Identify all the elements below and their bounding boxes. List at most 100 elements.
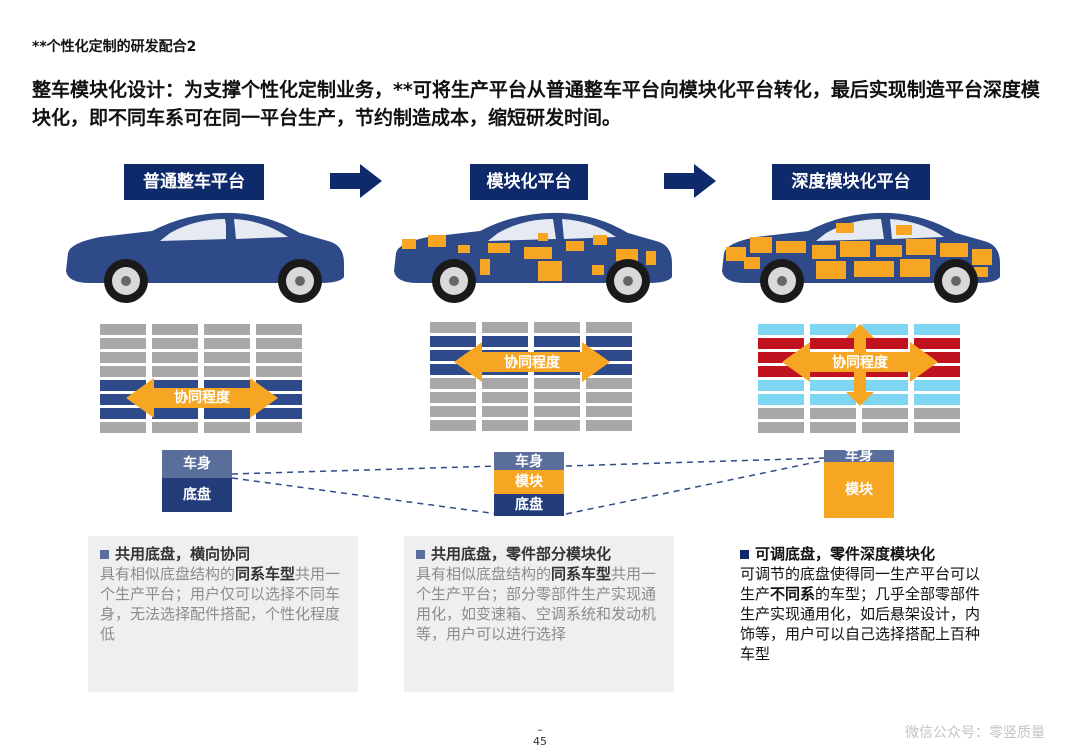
grid-cell: [810, 380, 856, 391]
grid-cell: [256, 422, 302, 433]
grid-cell: [586, 406, 632, 417]
wheel-rear-icon: [278, 259, 322, 303]
grid-cell: [586, 378, 632, 389]
car-deep-modular: [722, 212, 1000, 303]
desc-body: 具有相似底盘结构的同系车型共用一个生产平台；用户仅可以选择不同车身，无法选择配件…: [100, 565, 341, 643]
grid-cell: [430, 420, 476, 431]
grid-cell: [482, 420, 528, 431]
stack-deep-modular: 车身 模块: [824, 450, 894, 518]
transition-arrow-1: [330, 164, 382, 198]
stack-block-body: 车身: [494, 452, 564, 470]
grid-cell: [586, 350, 632, 361]
grid-cell: [100, 422, 146, 433]
grid-cell: [914, 422, 960, 433]
collaboration-label-2: 协同程度: [504, 354, 561, 371]
grid-cell: [100, 366, 146, 377]
right-arrow-icon: [330, 164, 382, 198]
grid-cell: [152, 422, 198, 433]
right-arrow-icon: [664, 164, 716, 198]
square-bullet-icon: [100, 550, 109, 559]
grid-cell: [256, 324, 302, 335]
stack-block-module: 模块: [824, 462, 894, 518]
grid-cell: [862, 422, 908, 433]
grid-cell: [586, 336, 632, 347]
grid-cell: [810, 394, 856, 405]
grid-cell: [534, 378, 580, 389]
dashed-connectors: [231, 457, 827, 515]
stage-label-1: 普通整车平台: [124, 164, 264, 200]
stage-label-3: 深度模块化平台: [772, 164, 930, 200]
grid-cell: [810, 338, 856, 349]
grid-cell: [256, 394, 302, 405]
grid-cell: [586, 392, 632, 403]
car-plain: [66, 212, 344, 303]
grid-cell: [758, 408, 804, 419]
grid-cell: [810, 408, 856, 419]
grid-cell: [482, 392, 528, 403]
collaboration-arrow-horizontal: [126, 378, 278, 418]
grid-modular: 协同程度: [430, 322, 632, 431]
grid-cell: [152, 324, 198, 335]
grid-cell: [204, 422, 250, 433]
wheel-rear-icon: [606, 259, 650, 303]
grid-cell: [758, 380, 804, 391]
grid-cell: [758, 338, 804, 349]
grid-cell: [534, 322, 580, 333]
grid-cell: [100, 352, 146, 363]
grid-cell: [914, 338, 960, 349]
square-bullet-icon: [416, 550, 425, 559]
grid-cell: [862, 408, 908, 419]
grid-cell: [534, 420, 580, 431]
grid-deep-modular: 协同程度: [758, 324, 960, 433]
grid-cell: [914, 324, 960, 335]
grid-cell: [430, 364, 476, 375]
desc-box-modular: 共用底盘，零件部分模块化 具有相似底盘结构的同系车型共用一个生产平台；部分零部件…: [404, 536, 674, 692]
grid-cell: [430, 322, 476, 333]
stage-label-2: 模块化平台: [470, 164, 588, 200]
grid-cell: [914, 394, 960, 405]
stack-block-chassis: 底盘: [162, 478, 232, 512]
desc-title: 共用底盘，横向协同: [100, 544, 346, 564]
grid-cell: [204, 380, 250, 391]
stack-modular: 车身 模块 底盘: [494, 452, 564, 516]
grid-cell: [862, 394, 908, 405]
stack-block-module: 模块: [494, 470, 564, 494]
grid-cell: [810, 422, 856, 433]
desc-body: 可调节的底盘使得同一生产平台可以生产不同系的车型；几乎全部零部件生产实现通用化，…: [740, 565, 981, 663]
grid-cell: [758, 394, 804, 405]
grid-cell: [482, 378, 528, 389]
grid-cell: [256, 352, 302, 363]
wheel-rear-icon: [934, 259, 978, 303]
grid-cell: [534, 392, 580, 403]
collaboration-arrow-cross: [782, 324, 938, 406]
collaboration-label-1: 协同程度: [174, 389, 231, 406]
grid-cell: [534, 406, 580, 417]
stack-block-chassis: 底盘: [494, 494, 564, 516]
grid-cell: [256, 366, 302, 377]
section-header: **个性化定制的研发配合2: [32, 39, 197, 55]
desc-box-plain: 共用底盘，横向协同 具有相似底盘结构的同系车型共用一个生产平台；用户仅可以选择不…: [88, 536, 358, 692]
grid-cell: [152, 352, 198, 363]
wheel-front-icon: [104, 259, 148, 303]
module-patches: [402, 233, 656, 281]
stack-block-body: 车身: [162, 450, 232, 478]
module-patches: [726, 223, 992, 279]
grid-cell: [862, 338, 908, 349]
grid-cell: [204, 324, 250, 335]
grid-cell: [430, 406, 476, 417]
grid-cell: [758, 352, 804, 363]
grid-cell: [204, 338, 250, 349]
grid-cell: [100, 338, 146, 349]
grid-cell: [430, 336, 476, 347]
grid-cell: [482, 336, 528, 347]
grid-cell: [862, 380, 908, 391]
grid-cell: [152, 366, 198, 377]
grid-cell: [914, 366, 960, 377]
wheel-front-icon: [432, 259, 476, 303]
grid-plain: 协同程度: [100, 324, 302, 433]
grid-cell: [204, 352, 250, 363]
grid-cell: [914, 380, 960, 391]
grid-cell: [100, 394, 146, 405]
collaboration-label-3: 协同程度: [832, 354, 889, 371]
grid-cell: [586, 364, 632, 375]
